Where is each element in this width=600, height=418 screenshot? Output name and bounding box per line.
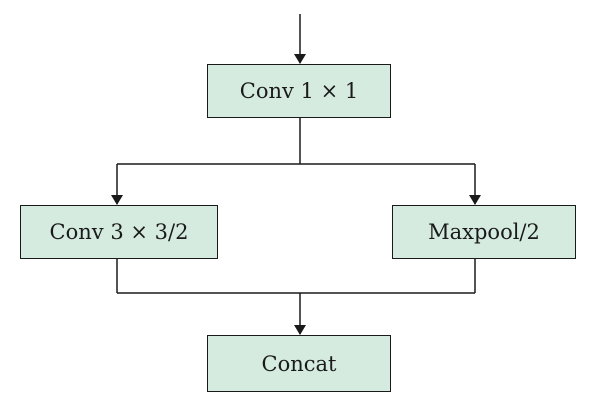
- conv-1x1-label: Conv 1 × 1: [239, 79, 359, 103]
- conv-1x1-node: Conv 1 × 1: [207, 64, 391, 118]
- maxpool-node: Maxpool/2: [392, 205, 576, 259]
- concat-label: Concat: [261, 351, 337, 376]
- conv-3x3-label: Conv 3 × 3/2: [49, 220, 189, 244]
- conv-3x3-node: Conv 3 × 3/2: [20, 205, 218, 259]
- concat-node: Concat: [207, 335, 391, 392]
- maxpool-label: Maxpool/2: [428, 220, 540, 244]
